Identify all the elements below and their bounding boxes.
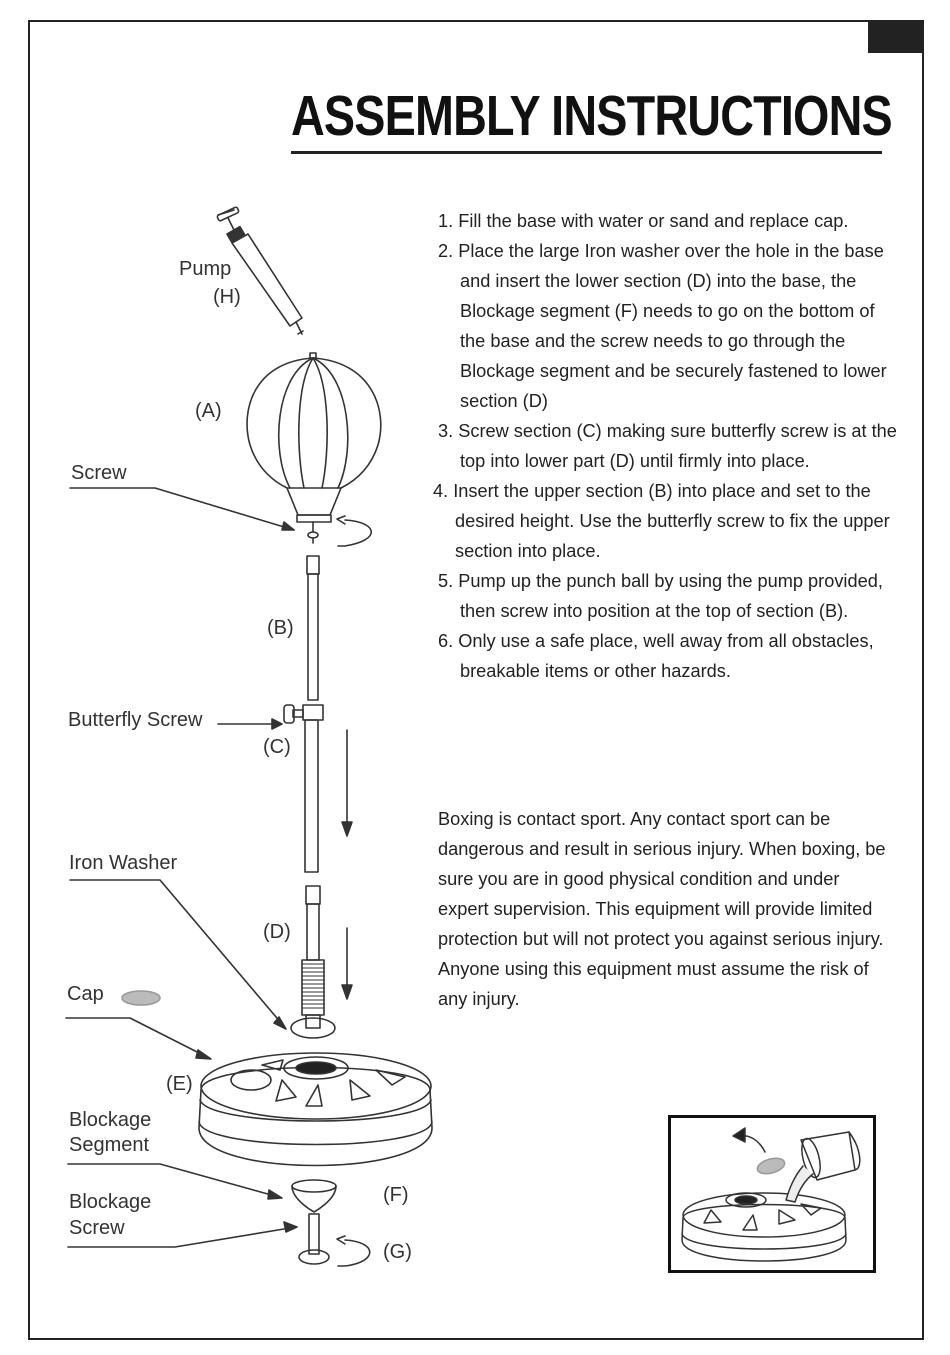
label-ball-code: (A) [195,400,222,422]
blockage-screw-illustration [298,1213,371,1267]
safety-warning: Boxing is contact sport. Any contact spo… [438,809,886,1009]
label-butterfly-screw: Butterfly Screw [68,709,203,731]
label-blockage-screw-2: Screw [69,1217,125,1239]
blockage-segment-illustration [291,1179,337,1213]
fill-base-illustration [681,1127,861,1262]
iron-washer-leader [69,879,283,1025]
label-iron-washer: Iron Washer [69,852,178,874]
label-blockage-segment-2: Segment [69,1134,150,1156]
screw-leader [69,487,295,531]
label-pump-code: (H) [213,286,241,308]
instruction-steps: 1. Fill the base with water or sand and … [433,206,898,686]
middle-section-illustration [283,704,324,873]
fill-base-inset [668,1115,876,1273]
label-lower-code: (D) [263,921,291,943]
label-blockage-screw-1: Blockage [69,1191,152,1213]
label-screw: Screw [71,462,127,484]
step-4: 4. Insert the upper section (B) into pla… [433,481,890,561]
base-illustration [198,1052,433,1167]
cap-leader [65,1017,206,1057]
label-screw-code: (G) [383,1241,412,1263]
punch-ball-illustration [246,352,382,547]
lower-section-illustration [290,885,336,1039]
pump-illustration [216,206,304,335]
step-3: 3. Screw section (C) making sure butterf… [438,421,897,471]
step-2: 2. Place the large Iron washer over the … [438,241,887,411]
label-upper-code: (B) [267,617,294,639]
label-pump: Pump [179,258,232,280]
label-middle-code: (C) [263,736,291,758]
blockage-segment-leader [67,1163,276,1197]
step-6: 6. Only use a safe place, well away from… [438,631,874,681]
step-1: 1. Fill the base with water or sand and … [438,211,849,231]
title-underline [291,151,882,154]
cap-illustration [121,990,161,1006]
label-cap: Cap [67,983,104,1005]
label-base-code: (E) [166,1073,193,1095]
step-5: 5. Pump up the punch ball by using the p… [438,571,883,621]
corner-tab [868,20,924,53]
page-border [28,20,924,1340]
label-segment-code: (F) [383,1184,409,1206]
blockage-screw-leader [67,1227,291,1248]
label-blockage-segment-1: Blockage [69,1109,152,1131]
upper-section-illustration [306,555,320,701]
